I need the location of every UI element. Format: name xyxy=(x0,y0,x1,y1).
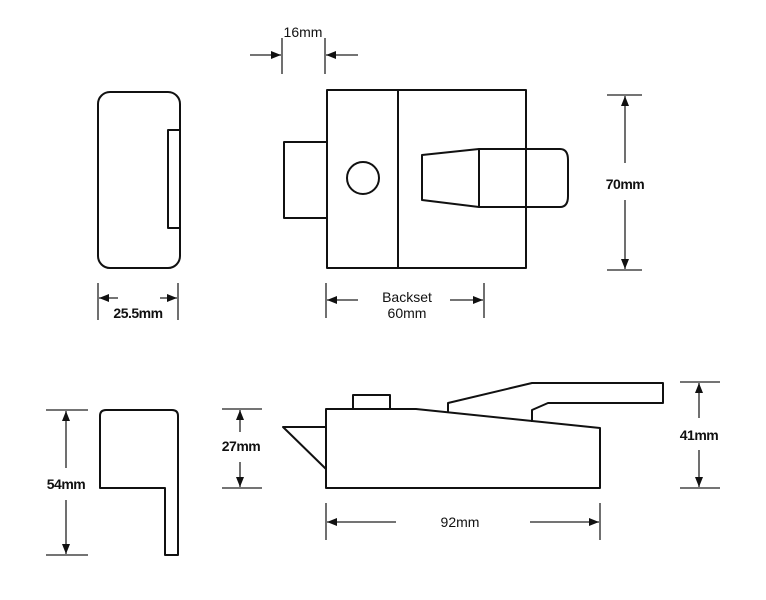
bolt-projection-label: 16mm xyxy=(284,24,323,40)
dimension-flange-height: 54mm xyxy=(46,409,88,556)
dimension-backset: Backset 60mm xyxy=(325,283,485,321)
dimension-case-depth: 25.5mm xyxy=(97,283,179,321)
body-depth-label: 27mm xyxy=(222,438,261,454)
length-label: 92mm xyxy=(441,514,480,530)
dimension-length: 92mm xyxy=(325,503,601,540)
height-label: 70mm xyxy=(606,176,645,192)
side-view-case xyxy=(97,91,181,269)
keyhole-cylinder xyxy=(346,161,380,195)
dimension-overall-depth: 41mm xyxy=(680,381,720,489)
top-view-latch xyxy=(282,382,664,489)
case-depth-label: 25.5mm xyxy=(113,305,162,321)
front-view-latch xyxy=(283,89,569,269)
dimension-bolt-projection: 16mm xyxy=(250,24,358,74)
latch-handle xyxy=(421,148,569,208)
flange-height-label: 54mm xyxy=(47,476,86,492)
backset-value: 60mm xyxy=(388,305,427,321)
backset-label: Backset xyxy=(382,289,432,305)
overall-depth-label: 41mm xyxy=(680,427,719,443)
dimension-height: 70mm xyxy=(606,94,645,271)
dimension-body-depth: 27mm xyxy=(222,408,262,489)
flange-profile xyxy=(99,409,179,556)
